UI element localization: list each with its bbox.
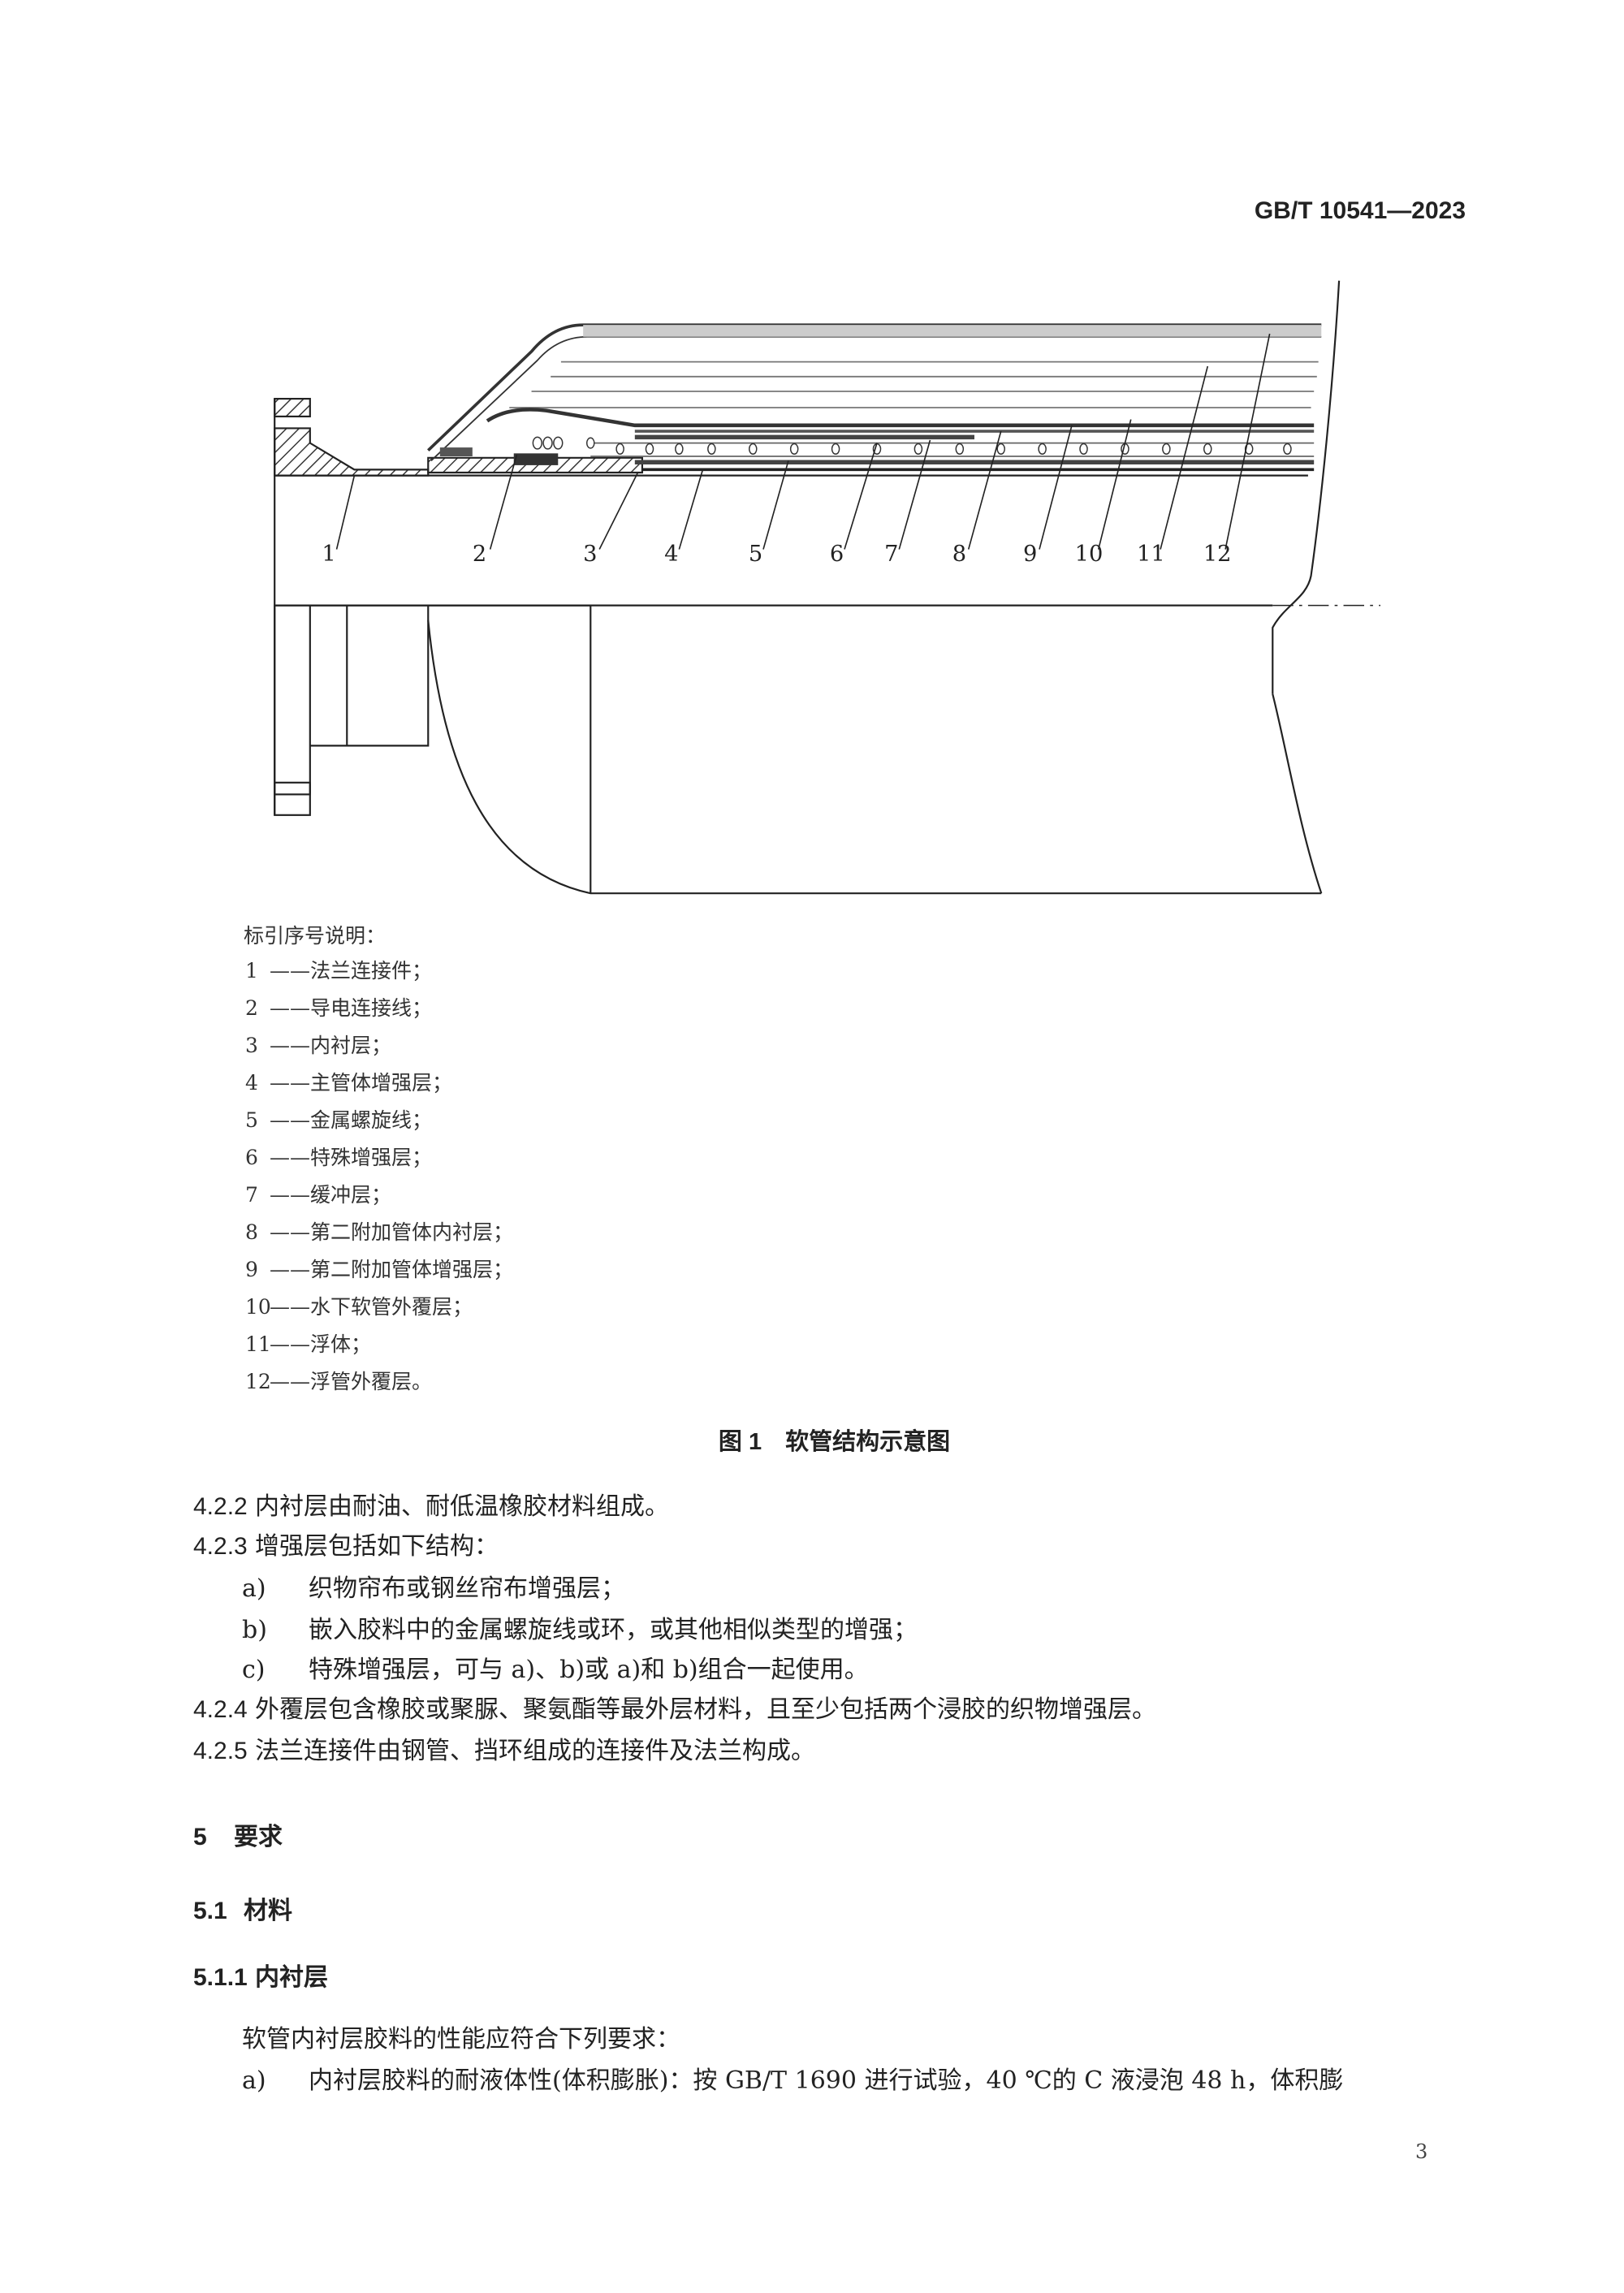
clause-4-2-3: 4.2.3 增强层包括如下结构： — [193, 1535, 499, 1559]
clause-num: c) — [242, 1656, 266, 1684]
clause-text: 内衬层由耐油、耐低温橡胶材料组成。 — [255, 1492, 669, 1521]
legend-title: 标引序号说明： — [244, 924, 387, 948]
legend-num: 9 — [245, 1258, 258, 1281]
callout-8: 8 — [952, 542, 966, 567]
legend-text: ——金属螺旋线； — [270, 1108, 433, 1132]
callout-7: 7 — [884, 542, 898, 567]
legend-item: 2 ——导电连接线； — [245, 998, 432, 1018]
legend-num: 1 — [245, 959, 258, 982]
clause-num: b) — [242, 1616, 267, 1644]
legend-text: ——浮管外覆层。 — [270, 1370, 433, 1393]
legend-item: 12——浮管外覆层。 — [245, 1371, 432, 1392]
legend-num: 6 — [245, 1146, 258, 1169]
legend-text: ——水下软管外覆层； — [270, 1295, 473, 1319]
standard-code-header: GB/T 10541—2023 — [1254, 197, 1466, 224]
section-5-1-1-heading: 5.1.1 内衬层 — [193, 1966, 328, 1990]
legend-num: 5 — [245, 1108, 258, 1132]
section-5-heading: 5 要求 — [193, 1825, 283, 1850]
callout-labels: 1 2 3 4 5 6 7 8 9 10 11 12 — [322, 542, 1231, 567]
clause-text: 法兰连接件由钢管、挡环组成的连接件及法兰构成。 — [255, 1737, 815, 1765]
clause-num: 4.2.3 — [193, 1533, 248, 1560]
legend-item: 11——浮体； — [245, 1334, 371, 1354]
section-num: 5 — [193, 1824, 207, 1850]
legend-item: 5 ——金属螺旋线； — [245, 1110, 432, 1130]
callout-3: 3 — [583, 542, 597, 567]
callout-2: 2 — [473, 542, 486, 567]
clause-4-2-2: 4.2.2 内衬层由耐油、耐低温橡胶材料组成。 — [193, 1495, 669, 1519]
clause-text: 织物帘布或钢丝帘布增强层； — [309, 1574, 625, 1603]
flange — [274, 398, 1322, 895]
legend-text: ——缓冲层； — [270, 1183, 392, 1207]
legend-text: ——特殊增强层； — [270, 1146, 433, 1169]
section-title: 材料 — [244, 1898, 292, 1924]
section-num: 5.1 — [193, 1898, 227, 1924]
legend-text: ——第二附加管体增强层； — [270, 1258, 514, 1281]
legend-text: ——内衬层； — [270, 1034, 392, 1057]
section-5-1-heading: 5.1 材料 — [193, 1899, 292, 1924]
metal-helix-wires — [532, 436, 1292, 456]
callout-10: 10 — [1075, 542, 1104, 567]
callout-5: 5 — [749, 542, 762, 567]
legend-item: 8 ——第二附加管体内衬层； — [245, 1222, 513, 1242]
callout-9: 9 — [1023, 542, 1037, 567]
list-item-a: a) 织物帘布或钢丝帘布增强层； — [242, 1577, 625, 1601]
figure-caption: 图 1 软管结构示意图 — [718, 1429, 951, 1455]
clause-text: 嵌入胶料中的金属螺旋线或环，或其他相似类型的增强； — [309, 1616, 918, 1644]
section-title: 内衬层 — [255, 1964, 328, 1991]
callout-11: 11 — [1137, 542, 1165, 567]
legend-text: ——导电连接线； — [270, 996, 433, 1020]
legend-text: ——浮体； — [270, 1332, 372, 1356]
break-and-axis-lines — [274, 280, 1380, 894]
legend-num: 12 — [245, 1370, 271, 1393]
legend-text: ——第二附加管体内衬层； — [270, 1220, 514, 1244]
legend-num: 11 — [245, 1332, 271, 1356]
legend-item: 6 ——特殊增强层； — [245, 1147, 432, 1168]
legend-item: 1 ——法兰连接件； — [245, 961, 432, 981]
legend-num: 2 — [245, 996, 258, 1020]
callout-4: 4 — [664, 542, 678, 567]
clause-num: 4.2.4 — [193, 1696, 248, 1723]
legend-num: 3 — [245, 1034, 258, 1057]
legend-num: 10 — [245, 1295, 271, 1319]
item-num: a) — [242, 2066, 266, 2095]
section-title: 要求 — [234, 1824, 283, 1850]
paragraph-intro: 软管内衬层胶料的性能应符合下列要求： — [242, 2025, 680, 2053]
clause-num: a) — [242, 1574, 266, 1603]
legend-item: 7 ——缓冲层； — [245, 1185, 391, 1205]
list-item-c: c) 特殊增强层，可与 a)、b)或 a)和 b)组合一起使用。 — [242, 1658, 869, 1682]
legend-num: 7 — [245, 1183, 258, 1207]
legend-text: ——法兰连接件； — [270, 959, 433, 982]
callout-1: 1 — [322, 542, 335, 567]
item-text: 内衬层胶料的耐液体性(体积膨胀)：按 GB/T 1690 进行试验，40 ℃的 … — [309, 2066, 1344, 2095]
callout-6: 6 — [830, 542, 844, 567]
clause-text: 特殊增强层，可与 a)、b)或 a)和 b)组合一起使用。 — [309, 1656, 869, 1684]
legend-num: 8 — [245, 1220, 258, 1244]
legend-text: ——主管体增强层； — [270, 1071, 453, 1095]
requirement-item-a: a) 内衬层胶料的耐液体性(体积膨胀)：按 GB/T 1690 进行试验，40 ℃… — [242, 2069, 1343, 2093]
legend-item: 9 ——第二附加管体增强层； — [245, 1259, 513, 1280]
clause-num: 4.2.5 — [193, 1738, 248, 1764]
page-number: 3 — [1415, 2140, 1428, 2163]
legend-item: 3 ——内衬层； — [245, 1035, 391, 1056]
legend-num: 4 — [245, 1071, 258, 1095]
list-item-b: b) 嵌入胶料中的金属螺旋线或环，或其他相似类型的增强； — [242, 1618, 918, 1643]
clause-4-2-4: 4.2.4 外覆层包含橡胶或聚脲、聚氨酯等最外层材料，且至少包括两个浸胶的织物增强… — [193, 1698, 1156, 1722]
hose-body — [274, 323, 1322, 477]
callout-12: 12 — [1203, 542, 1232, 567]
section-num: 5.1.1 — [193, 1964, 248, 1991]
callout-leaders — [335, 333, 1271, 550]
clause-4-2-5: 4.2.5 法兰连接件由钢管、挡环组成的连接件及法兰构成。 — [193, 1739, 815, 1764]
clause-text: 增强层包括如下结构： — [255, 1532, 499, 1561]
legend-item: 10——水下软管外覆层； — [245, 1297, 473, 1317]
clause-num: 4.2.2 — [193, 1493, 248, 1520]
clause-text: 外覆层包含橡胶或聚脲、聚氨酯等最外层材料，且至少包括两个浸胶的织物增强层。 — [255, 1695, 1156, 1724]
legend-item: 4 ——主管体增强层； — [245, 1073, 452, 1093]
